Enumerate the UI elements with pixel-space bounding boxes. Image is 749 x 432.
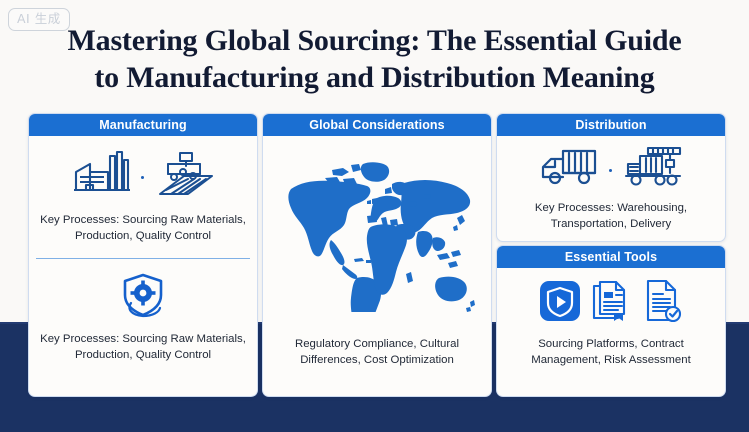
world-map-wrap <box>279 136 475 339</box>
card-distribution-caption: Key Processes: Warehousing, Transportati… <box>534 202 688 230</box>
icon-separator-dot <box>140 176 144 179</box>
conveyor-belt-icon <box>154 150 214 205</box>
delivery-truck-icon <box>539 147 599 194</box>
card-manufacturing-body: Key Processes: Sourcing Raw Materials, P… <box>29 136 257 363</box>
card-tools-body: Sourcing Platforms, Contract Management,… <box>497 268 725 368</box>
ai-generated-badge: AI 生成 <box>8 8 70 31</box>
card-manufacturing-section-1: Key Processes: Sourcing Raw Materials, P… <box>29 136 257 244</box>
world-map-icon <box>279 152 475 339</box>
tools-icon-row <box>538 278 684 329</box>
card-manufacturing-divider <box>36 258 250 259</box>
document-verified-icon <box>642 278 684 329</box>
card-tools-header: Essential Tools <box>497 246 725 268</box>
factory-icon <box>73 150 131 205</box>
page-title: Mastering Global Sourcing: The Essential… <box>0 22 749 96</box>
icon-separator-dot-2 <box>608 169 612 172</box>
page-title-line-2: to Manufacturing and Distribution Meanin… <box>94 61 655 94</box>
card-tools-caption: Sourcing Platforms, Contract Management,… <box>531 338 691 366</box>
card-distribution-header: Distribution <box>497 114 725 136</box>
distribution-icon-row <box>539 146 684 195</box>
crane-loading-truck-icon <box>622 146 684 195</box>
documents-stack-icon <box>590 278 634 329</box>
card-global-caption: Regulatory Compliance, Cultural Differen… <box>295 338 459 366</box>
card-manufacturing[interactable]: Manufacturing <box>28 113 258 397</box>
manufacturing-icon-row-2 <box>29 271 257 324</box>
card-manufacturing-header: Manufacturing <box>29 114 257 136</box>
card-manufacturing-caption-1: Key Processes: Sourcing Raw Materials, P… <box>40 214 246 242</box>
card-manufacturing-section-2: Key Processes: Sourcing Raw Materials, P… <box>29 259 257 363</box>
manufacturing-icon-row <box>29 150 257 205</box>
card-distribution-body: Key Processes: Warehousing, Transportati… <box>497 136 725 232</box>
shield-gear-icon <box>117 271 169 324</box>
card-global-considerations[interactable]: Global Considerations <box>262 113 492 397</box>
card-global-header: Global Considerations <box>263 114 491 136</box>
card-manufacturing-caption-2: Key Processes: Sourcing Raw Materials, P… <box>40 333 246 361</box>
card-distribution[interactable]: Distribution <box>496 113 726 242</box>
card-global-body: Regulatory Compliance, Cultural Differen… <box>263 136 491 368</box>
shield-play-icon <box>538 279 582 328</box>
card-essential-tools[interactable]: Essential Tools <box>496 245 726 397</box>
page-title-line-1: Mastering Global Sourcing: The Essential… <box>67 24 682 57</box>
